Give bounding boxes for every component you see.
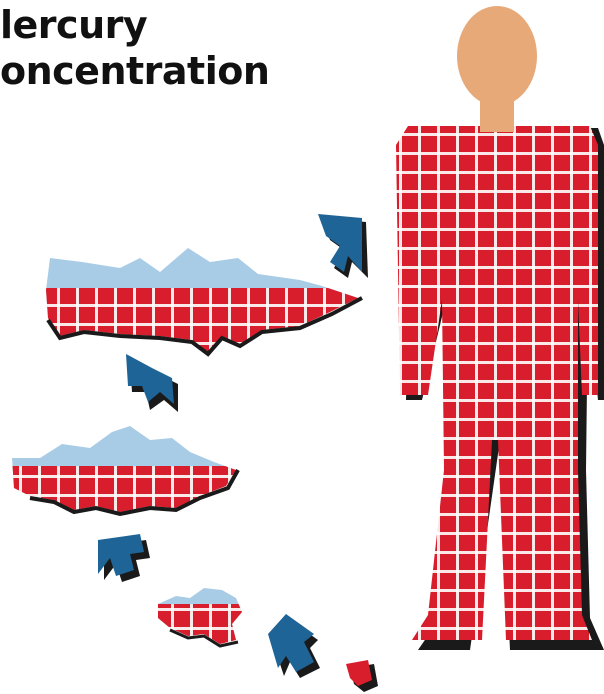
- arrow-to-human-shape: [318, 214, 362, 272]
- arrow-to-small-fish: [268, 614, 320, 678]
- arrow-to-medium-fish: [98, 534, 150, 582]
- human-body: [396, 126, 598, 640]
- arrow-to-large-fish: [126, 354, 178, 412]
- arrow-to-large-fish-shape: [126, 354, 174, 404]
- small-fish: [158, 588, 242, 646]
- medium-fish: [12, 426, 238, 514]
- human-figure: [396, 6, 604, 650]
- human-head: [457, 6, 537, 106]
- arrow-to-human: [318, 214, 368, 278]
- mercury-drop: [346, 660, 378, 692]
- large-fish: [46, 248, 362, 354]
